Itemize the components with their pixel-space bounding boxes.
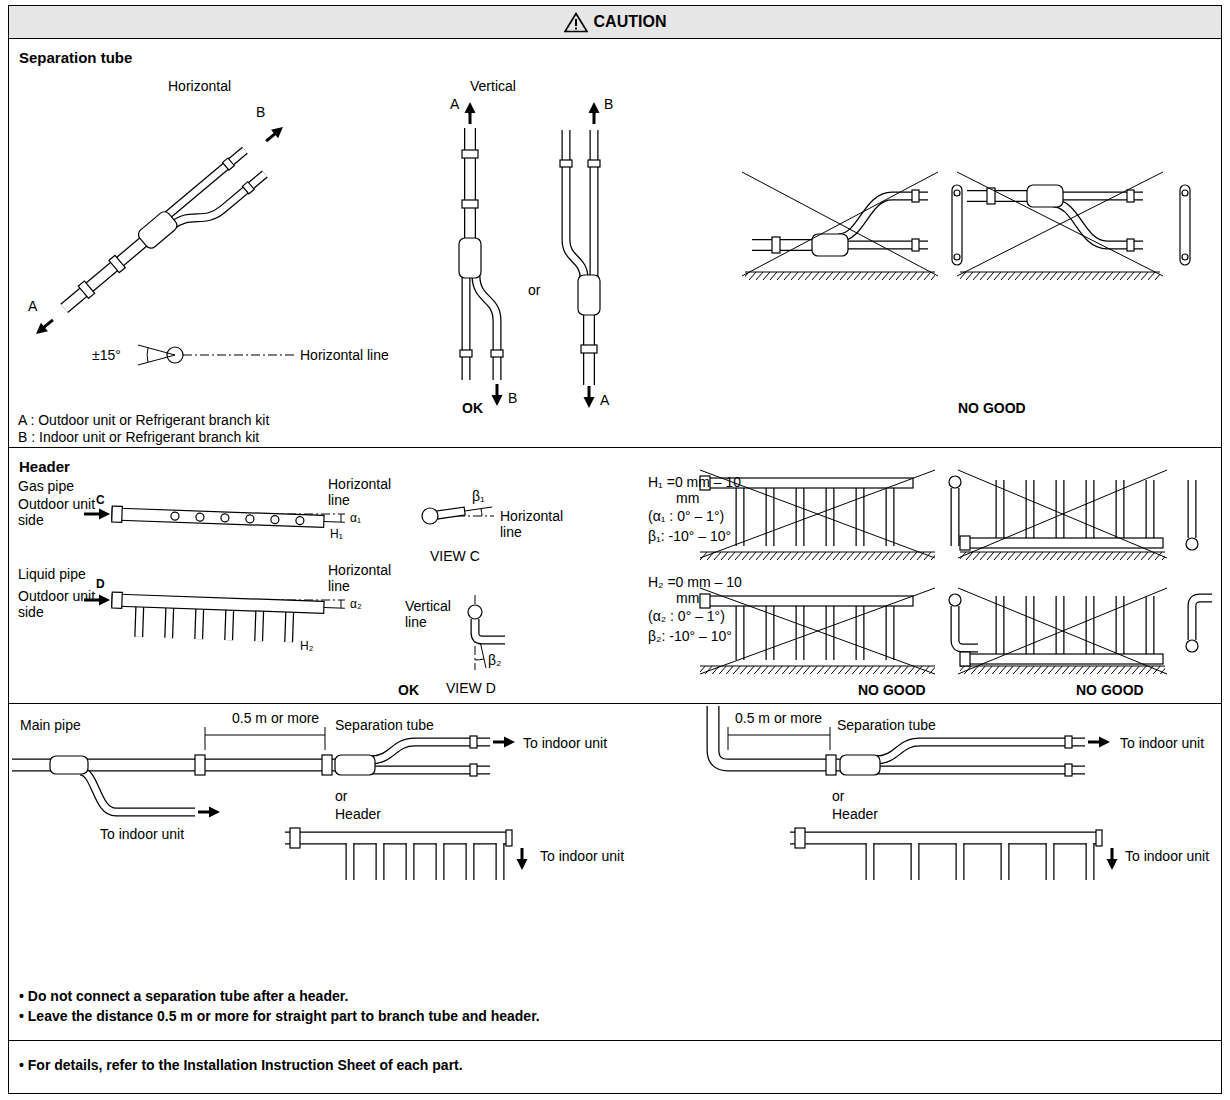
diagram-label: 0.5 m or more <box>232 710 319 726</box>
diagram-label: Header <box>335 806 381 822</box>
diagram-label: To indoor unit <box>100 826 184 842</box>
section-panel: • For details, refer to the Installation… <box>8 1041 1222 1094</box>
diagram-label: NO GOOD <box>1076 682 1144 698</box>
caution-band: CAUTION <box>8 5 1222 39</box>
section-heading: Separation tube <box>19 49 132 67</box>
diagram-label: VIEW D <box>446 680 496 696</box>
diagram-label: A : Outdoor unit or Refrigerant branch k… <box>18 412 269 428</box>
wrong-liquid-header <box>700 588 1212 674</box>
view-d <box>468 595 505 670</box>
diagram-label: A <box>28 298 37 314</box>
diagram-label: Separation tube <box>335 717 434 733</box>
wrong-gas-header <box>700 470 1198 560</box>
diagram-label: C <box>96 494 105 507</box>
diagram-label: OK <box>398 682 419 698</box>
diagram-label: A <box>450 96 459 112</box>
diagram-label: To indoor unit <box>1125 848 1210 864</box>
diagram-label: Horizontal line <box>500 508 572 540</box>
diagram-label: or <box>832 788 844 804</box>
diagram-label: Outdoor unit side <box>18 496 96 528</box>
diagram-label: OK <box>462 400 483 416</box>
diagram-label: Header <box>832 806 878 822</box>
diagram-label: β₁ <box>472 488 485 504</box>
diagram-label: Horizontal line <box>300 347 389 363</box>
diagram-label: or <box>335 788 347 804</box>
diagram-label: B <box>256 104 265 120</box>
diagram-label: B : Indoor unit or Refrigerant branch ki… <box>18 429 259 445</box>
diagram-label: Vertical <box>470 78 516 94</box>
diagram-label: β₂ <box>488 652 502 668</box>
diagram-label: or <box>528 282 540 298</box>
view-c <box>422 507 494 524</box>
diagram-label: H₂ <box>300 640 313 653</box>
diagram-label: Gas pipe <box>18 478 74 494</box>
diagram-label: VIEW C <box>430 548 480 564</box>
section-panel: • Do not connect a separation tube after… <box>8 704 1222 1041</box>
gas-header <box>84 506 345 530</box>
diagram-label: H₁ =0 mm – 10 mm <box>648 474 743 506</box>
angle-tolerance-symbol <box>138 345 295 365</box>
note-text: • Do not connect a separation tube after… <box>19 988 348 1004</box>
warning-symbol <box>564 12 588 33</box>
diagram-label: Separation tube <box>837 717 936 733</box>
diagram-label: Horizontal line <box>328 562 400 594</box>
diagram-label: 0.5 m or more <box>735 710 822 726</box>
diagram-label: β₂: -10° – 10° <box>648 628 732 644</box>
section-panel: Separation tube <box>8 39 1222 448</box>
branch-distance-right <box>713 706 1118 880</box>
separation-tube-vertical <box>459 102 600 408</box>
caution-title: CAUTION <box>594 13 667 31</box>
diagram-label: NO GOOD <box>958 400 1026 416</box>
section-panel: Header <box>8 448 1222 704</box>
diagram-label: NO GOOD <box>858 682 926 698</box>
diagram-label: Horizontal line <box>328 476 400 508</box>
diagram-label: D <box>96 578 105 591</box>
diagram-label: (α₁ : 0° – 1°) <box>648 508 724 524</box>
diagram-label: Vertical line <box>405 598 463 630</box>
diagram-label: B <box>508 390 517 406</box>
note-text: • Leave the distance 0.5 m or more for s… <box>19 1008 540 1024</box>
branch-distance-left <box>12 727 528 880</box>
diagram-label: A <box>600 392 609 408</box>
diagram-label: To indoor unit <box>523 735 608 751</box>
diagram-label: To indoor unit <box>1120 735 1205 751</box>
diagram-label: α₁ <box>350 512 361 525</box>
note-text: • For details, refer to the Installation… <box>19 1057 463 1073</box>
diagram-label: Liquid pipe <box>18 566 86 582</box>
diagram-label: Main pipe <box>20 717 81 733</box>
section-heading: Header <box>19 458 70 476</box>
diagram-label: ±15° <box>92 347 121 363</box>
diagram-label: α₂ <box>350 598 362 611</box>
diagram-label: To indoor unit <box>540 848 625 864</box>
diagram-label: B <box>604 96 613 112</box>
wrong-separation-tube <box>742 172 1190 280</box>
diagram-label: (α₂ : 0° – 1°) <box>648 608 725 624</box>
diagram-label: Horizontal <box>168 78 231 94</box>
diagram-label: Outdoor unit side <box>18 588 96 620</box>
liquid-header <box>84 592 345 644</box>
diagram-label: H₁ <box>330 528 343 541</box>
diagram-label: β₁: -10° – 10° <box>648 528 731 544</box>
diagram-label: H₂ =0 mm – 10 mm <box>648 574 743 606</box>
separation-tube-horizontal <box>32 123 286 338</box>
